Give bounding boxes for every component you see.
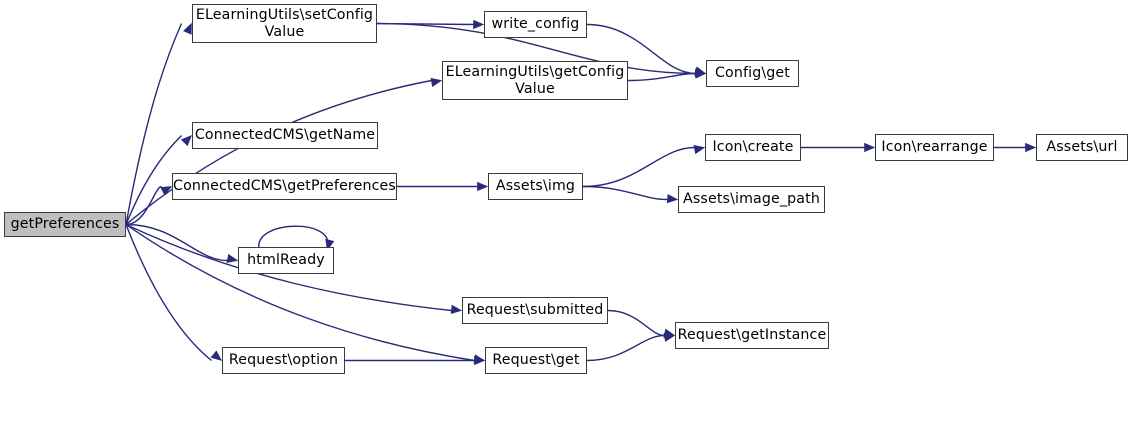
edge-arrowhead (477, 181, 489, 192)
graph-node-setconfigvalue[interactable]: ELearningUtils\setConfig Value (192, 4, 377, 43)
edge-getpreferences-to-requestsubmitted (125, 223, 452, 312)
edge-arrowhead (430, 77, 443, 87)
edge-getpreferences-to-connectedcmsgetpreferences (125, 185, 162, 226)
edge-htmlready-to-htmlready (258, 225, 329, 250)
edge-assetsimg-to-assetsimage_path (582, 185, 668, 201)
graph-node-assetsimg[interactable]: Assets\img (488, 173, 583, 200)
graph-node-iconcreate[interactable]: Icon\create (705, 134, 801, 161)
edge-arrowhead (864, 142, 876, 153)
graph-node-connectedcmsgetname[interactable]: ConnectedCMS\getName (192, 122, 378, 149)
edge-arrowhead (666, 193, 679, 204)
edge-getpreferences-to-requestget (125, 223, 475, 362)
graph-node-requestoption[interactable]: Request\option (222, 347, 345, 374)
graph-node-getconfigvalue[interactable]: ELearningUtils\getConfig Value (442, 61, 628, 100)
graph-node-requestsubmitted[interactable]: Request\submitted (462, 297, 608, 324)
edge-requestget-to-requestgetinstance (586, 334, 665, 362)
graph-node-configget[interactable]: Config\get (706, 60, 799, 87)
edge-arrowhead (663, 332, 676, 342)
edge-setconfigvalue-to-configget (376, 22, 696, 75)
graph-node-htmlready[interactable]: htmlReady (238, 247, 334, 274)
edge-getpreferences-to-htmlready (125, 223, 228, 262)
edge-arrowhead (473, 19, 485, 30)
edge-arrowhead (1025, 142, 1037, 153)
edge-arrowhead (183, 22, 192, 35)
edge-getpreferences-to-getconfigvalue (125, 79, 432, 226)
edge-arrowhead (160, 186, 173, 196)
graph-node-getpreferences[interactable]: getPreferences (4, 212, 126, 237)
edge-arrowhead (180, 134, 193, 147)
edge-getpreferences-to-setconfigvalue (125, 23, 183, 225)
edge-arrowhead (226, 253, 239, 264)
graph-node-iconrearrange[interactable]: Icon\rearrange (875, 134, 994, 161)
edge-getpreferences-to-requestoption (125, 224, 212, 362)
graph-node-requestget[interactable]: Request\get (485, 347, 587, 374)
edge-requestsubmitted-to-requestgetinstance (607, 309, 665, 337)
edge-assetsimg-to-iconcreate (582, 146, 695, 188)
edge-arrowhead (450, 304, 463, 315)
edge-getpreferences-to-connectedcmsgetname (125, 135, 182, 225)
graph-node-write_config[interactable]: write_config (484, 11, 587, 38)
edge-arrowhead (694, 69, 707, 79)
graph-node-connectedcmsgetpreferences[interactable]: ConnectedCMS\getPreferences (172, 173, 397, 200)
graph-node-requestgetinstance[interactable]: Request\getInstance (675, 322, 829, 349)
edge-getconfigvalue-to-configget (627, 72, 696, 82)
edge-arrowhead (474, 355, 486, 366)
graph-node-assetsimage_path[interactable]: Assets\image_path (678, 186, 825, 213)
edge-arrowhead (210, 350, 223, 361)
edge-write_config-to-configget (586, 23, 696, 75)
graph-node-assetsurl[interactable]: Assets\url (1036, 134, 1128, 161)
edge-arrowhead (693, 144, 706, 155)
